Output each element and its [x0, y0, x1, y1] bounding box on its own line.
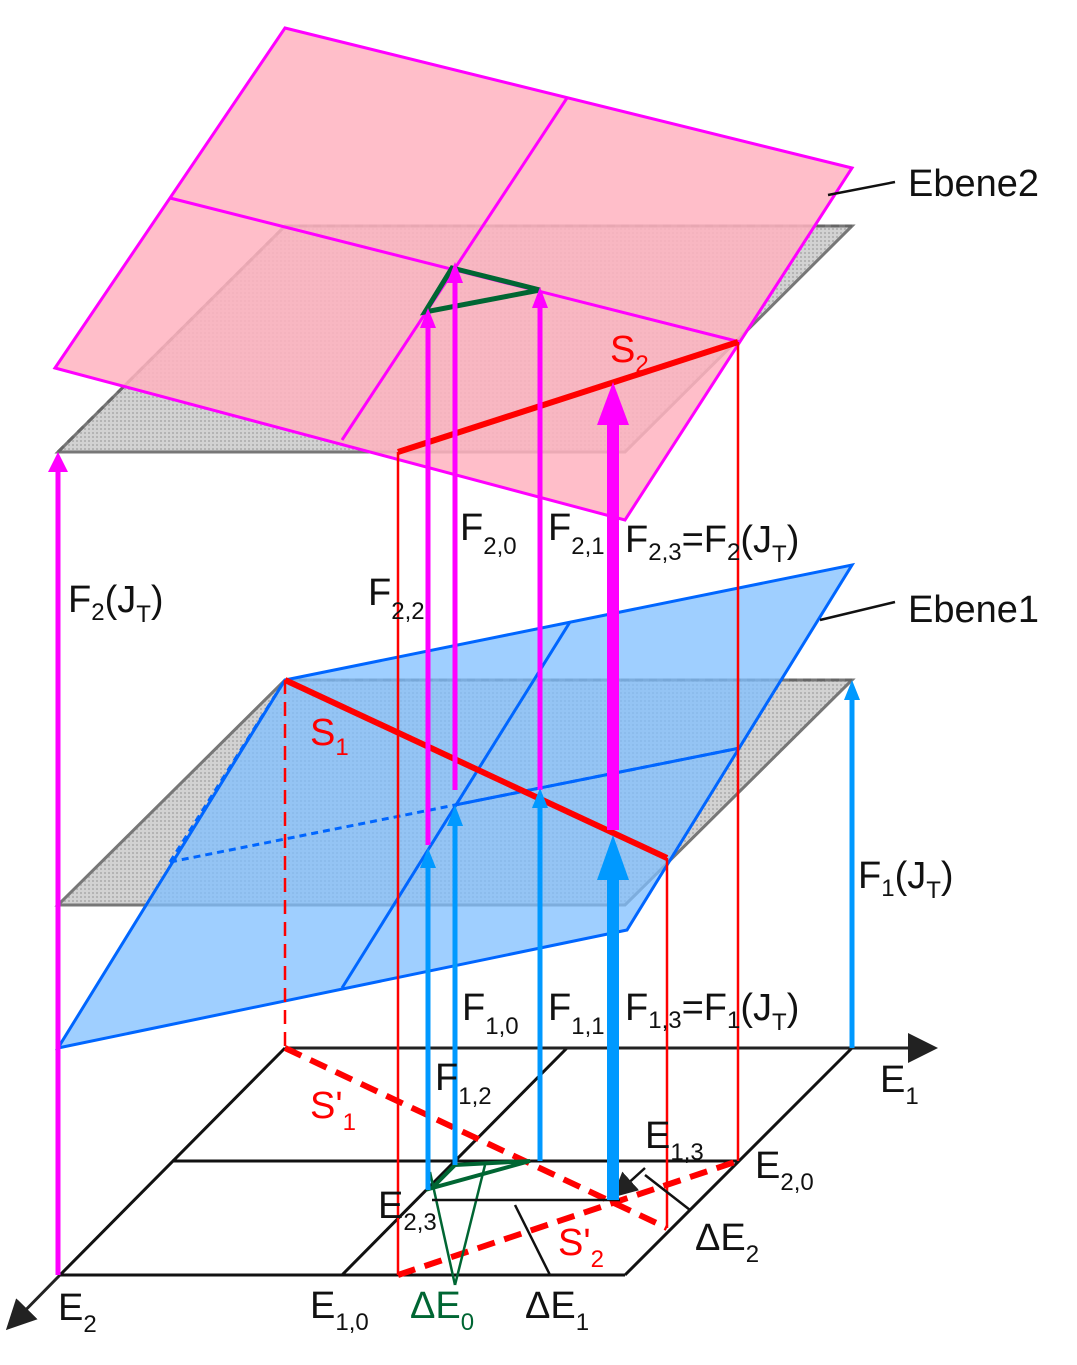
- e23-label: E2,3: [378, 1185, 437, 1236]
- de0-pointer-a: [428, 1171, 457, 1286]
- s2-prime-line: [397, 1158, 739, 1278]
- delta-e2-label: ΔE2: [695, 1217, 759, 1268]
- e1-axis-label: E1: [880, 1059, 919, 1110]
- ebene2-label: Ebene2: [908, 163, 1039, 205]
- e13-pointer: [612, 1167, 646, 1198]
- s2-prime-label: S'2: [558, 1222, 604, 1273]
- e20-label: E2,0: [755, 1145, 814, 1196]
- de0-pointer-b: [453, 1164, 487, 1286]
- f21-label: F2,1: [548, 507, 605, 560]
- f1-jt-right-label: F1(JT): [858, 855, 954, 904]
- f2-arrowheads: [48, 262, 629, 472]
- delta-e0-label: ΔE0: [410, 1285, 474, 1336]
- e2-axis-label: E2: [58, 1287, 97, 1338]
- f1-arrowheads: [420, 680, 860, 880]
- f23-label: F2,3=F2(JT): [625, 519, 799, 568]
- e2-axis: [5, 1273, 62, 1331]
- s1-prime-line: [283, 1045, 669, 1231]
- f13-label: F1,3=F1(JT): [625, 987, 799, 1036]
- annotation-lines: [432, 180, 896, 1276]
- s1-label: S1: [310, 712, 349, 761]
- f1-arrows: [425, 698, 855, 1200]
- f20-label: F2,0: [460, 507, 517, 560]
- s1-line: [283, 677, 669, 861]
- s1-prime-label: S'1: [310, 1085, 356, 1136]
- red-projection-lines: [283, 342, 740, 1275]
- f12-label: F1,2: [435, 1057, 492, 1110]
- f10-label: F1,0: [462, 987, 519, 1040]
- s2-label: S2: [610, 329, 649, 378]
- f11-label: F1,1: [548, 987, 605, 1040]
- green-triangle-base: [425, 1159, 531, 1192]
- delta-e1-label: ΔE1: [525, 1285, 589, 1336]
- f2-jt-left-label: F2(JT): [68, 579, 164, 628]
- e13-label: E1,3: [645, 1115, 704, 1166]
- e10-label: E1,0: [310, 1285, 369, 1336]
- green-triangle-top: [419, 265, 541, 316]
- f22-label: F2,2: [368, 572, 425, 625]
- ebene1-label: Ebene1: [908, 589, 1039, 631]
- f2-arrows: [55, 280, 619, 1275]
